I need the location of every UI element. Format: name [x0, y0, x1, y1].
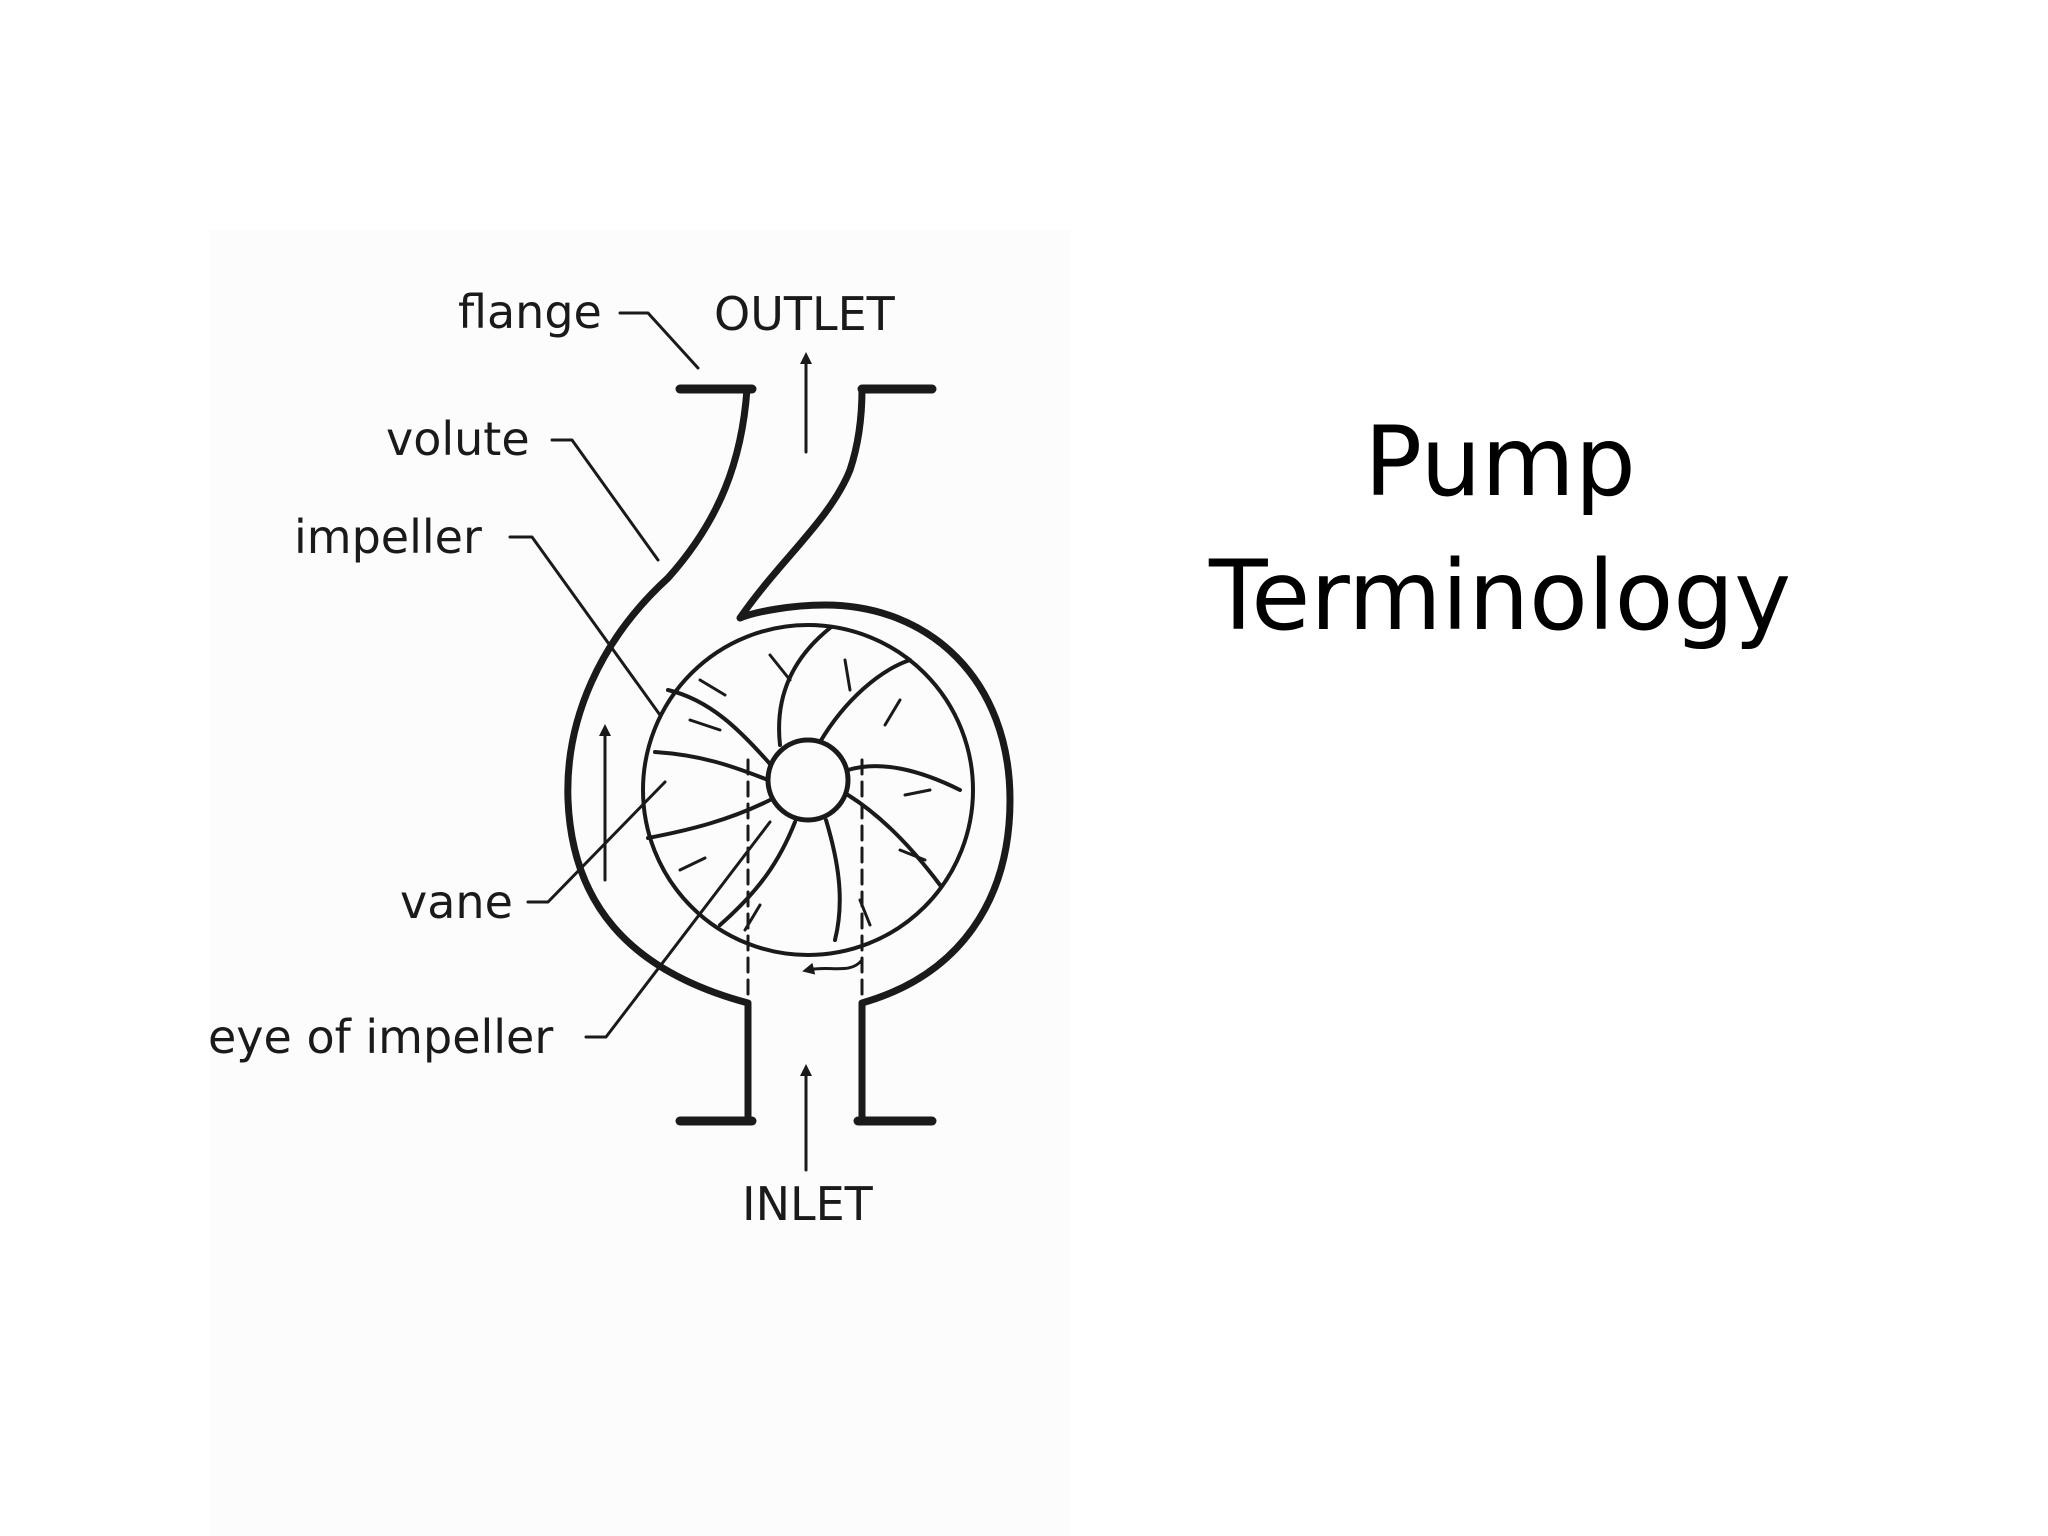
leader-lines	[508, 311, 772, 1039]
impeller-leader	[508, 535, 662, 717]
volute-label: volute	[386, 412, 530, 466]
diagram-panel	[210, 230, 1070, 1536]
eye-of-impeller-label: eye of impeller	[208, 1010, 553, 1064]
outlet-label: OUTLET	[714, 287, 896, 341]
flange-label: flange	[458, 285, 602, 339]
volute-leader	[550, 438, 660, 562]
vane-dashes	[678, 653, 932, 932]
slide-title: Pump Terminology	[1180, 395, 1820, 663]
volute-casing	[564, 385, 1014, 1124]
flange-leader	[618, 311, 700, 370]
inlet-label: INLET	[742, 1177, 874, 1231]
vanes	[646, 626, 962, 942]
volute-flow-arrow-bottom	[802, 958, 864, 975]
title-line-1: Pump	[1364, 406, 1636, 518]
vane-label: vane	[400, 875, 513, 929]
vane-leader	[526, 780, 667, 904]
eye-leader	[584, 820, 772, 1039]
title-line-2: Terminology	[1208, 540, 1792, 652]
impeller-disc	[641, 623, 975, 957]
impeller-eye	[765, 737, 851, 823]
impeller-label: impeller	[294, 510, 482, 564]
